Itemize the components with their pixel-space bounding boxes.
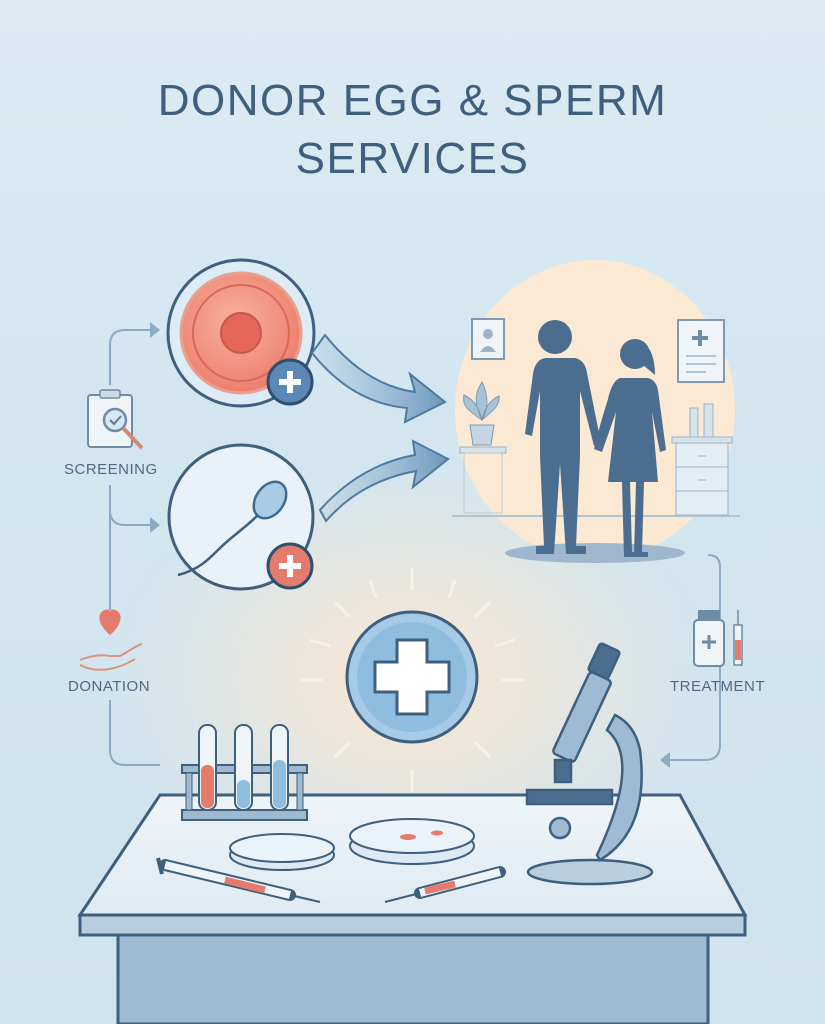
plus-badge-icon: [266, 542, 314, 590]
arrow-sperm-to-couple: [318, 439, 450, 523]
medical-chart: [677, 319, 725, 383]
picture-frame: [471, 318, 505, 360]
arrow-egg-to-couple: [310, 333, 447, 424]
cabinet: [671, 403, 733, 516]
medicine-syringe-icon: [693, 610, 743, 667]
petri-dish: [229, 833, 335, 871]
flow-arrowhead: [150, 517, 160, 533]
heart-hand-icon: [79, 609, 143, 671]
plus-badge-icon: [266, 358, 314, 406]
syringe: [156, 857, 321, 903]
couple-silhouette: [525, 320, 666, 557]
flow-arrowhead: [660, 752, 670, 768]
syringe: [384, 866, 506, 903]
process-flow-line: [109, 329, 721, 766]
clipboard-search-icon: [87, 389, 144, 450]
petri-dish-samples: [349, 818, 475, 865]
title-line-2: SERVICES: [295, 134, 530, 183]
egg-cell: [166, 258, 316, 408]
screening-label: SCREENING: [64, 461, 158, 478]
donation-label: DONATION: [68, 678, 151, 695]
treatment-label: TREATMENT: [670, 678, 766, 695]
page-title: DONOR EGG & SPERM SERVICES: [0, 72, 825, 188]
test-tube-rack: [181, 724, 308, 821]
couple-backdrop: [455, 260, 735, 560]
microscope: [525, 642, 654, 886]
medical-cross-icon: [345, 610, 479, 744]
plant: [459, 380, 507, 514]
floor-shadow: [505, 543, 685, 563]
title-line-1: DONOR EGG & SPERM: [157, 76, 668, 125]
flow-arrowhead: [150, 322, 160, 338]
light-rays: [300, 568, 524, 792]
